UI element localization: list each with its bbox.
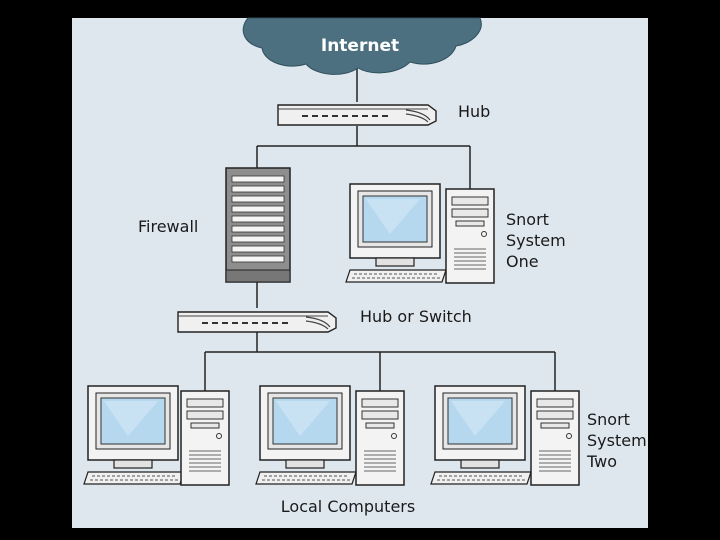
snort-one-label: Snort System One xyxy=(506,210,571,271)
snort-two-label: Snort System Two xyxy=(586,410,652,471)
server-tower-icon xyxy=(445,188,495,284)
hub-label: Hub xyxy=(458,102,490,121)
server-tower-icon xyxy=(225,167,291,283)
hub-or-switch-label: Hub or Switch xyxy=(360,307,472,326)
connection-lines xyxy=(204,66,556,391)
snort-one-line-3: One xyxy=(506,252,539,271)
snort-two-line-2: System xyxy=(587,431,647,450)
snort-one-line-1: Snort xyxy=(506,210,549,229)
hub-icon xyxy=(277,104,437,126)
server-tower-icon xyxy=(355,390,405,486)
local-computers-label: Local Computers xyxy=(281,497,415,516)
switch-icon xyxy=(177,311,337,333)
internet-label: Internet xyxy=(321,36,399,56)
snort-two-line-1: Snort xyxy=(587,410,630,429)
server-tower-icon xyxy=(180,390,230,486)
cloud-icon xyxy=(242,17,482,75)
server-tower-icon xyxy=(530,390,580,486)
snort-one-line-2: System xyxy=(506,231,566,250)
firewall-label: Firewall xyxy=(138,217,198,236)
snort-two-line-3: Two xyxy=(586,452,617,471)
